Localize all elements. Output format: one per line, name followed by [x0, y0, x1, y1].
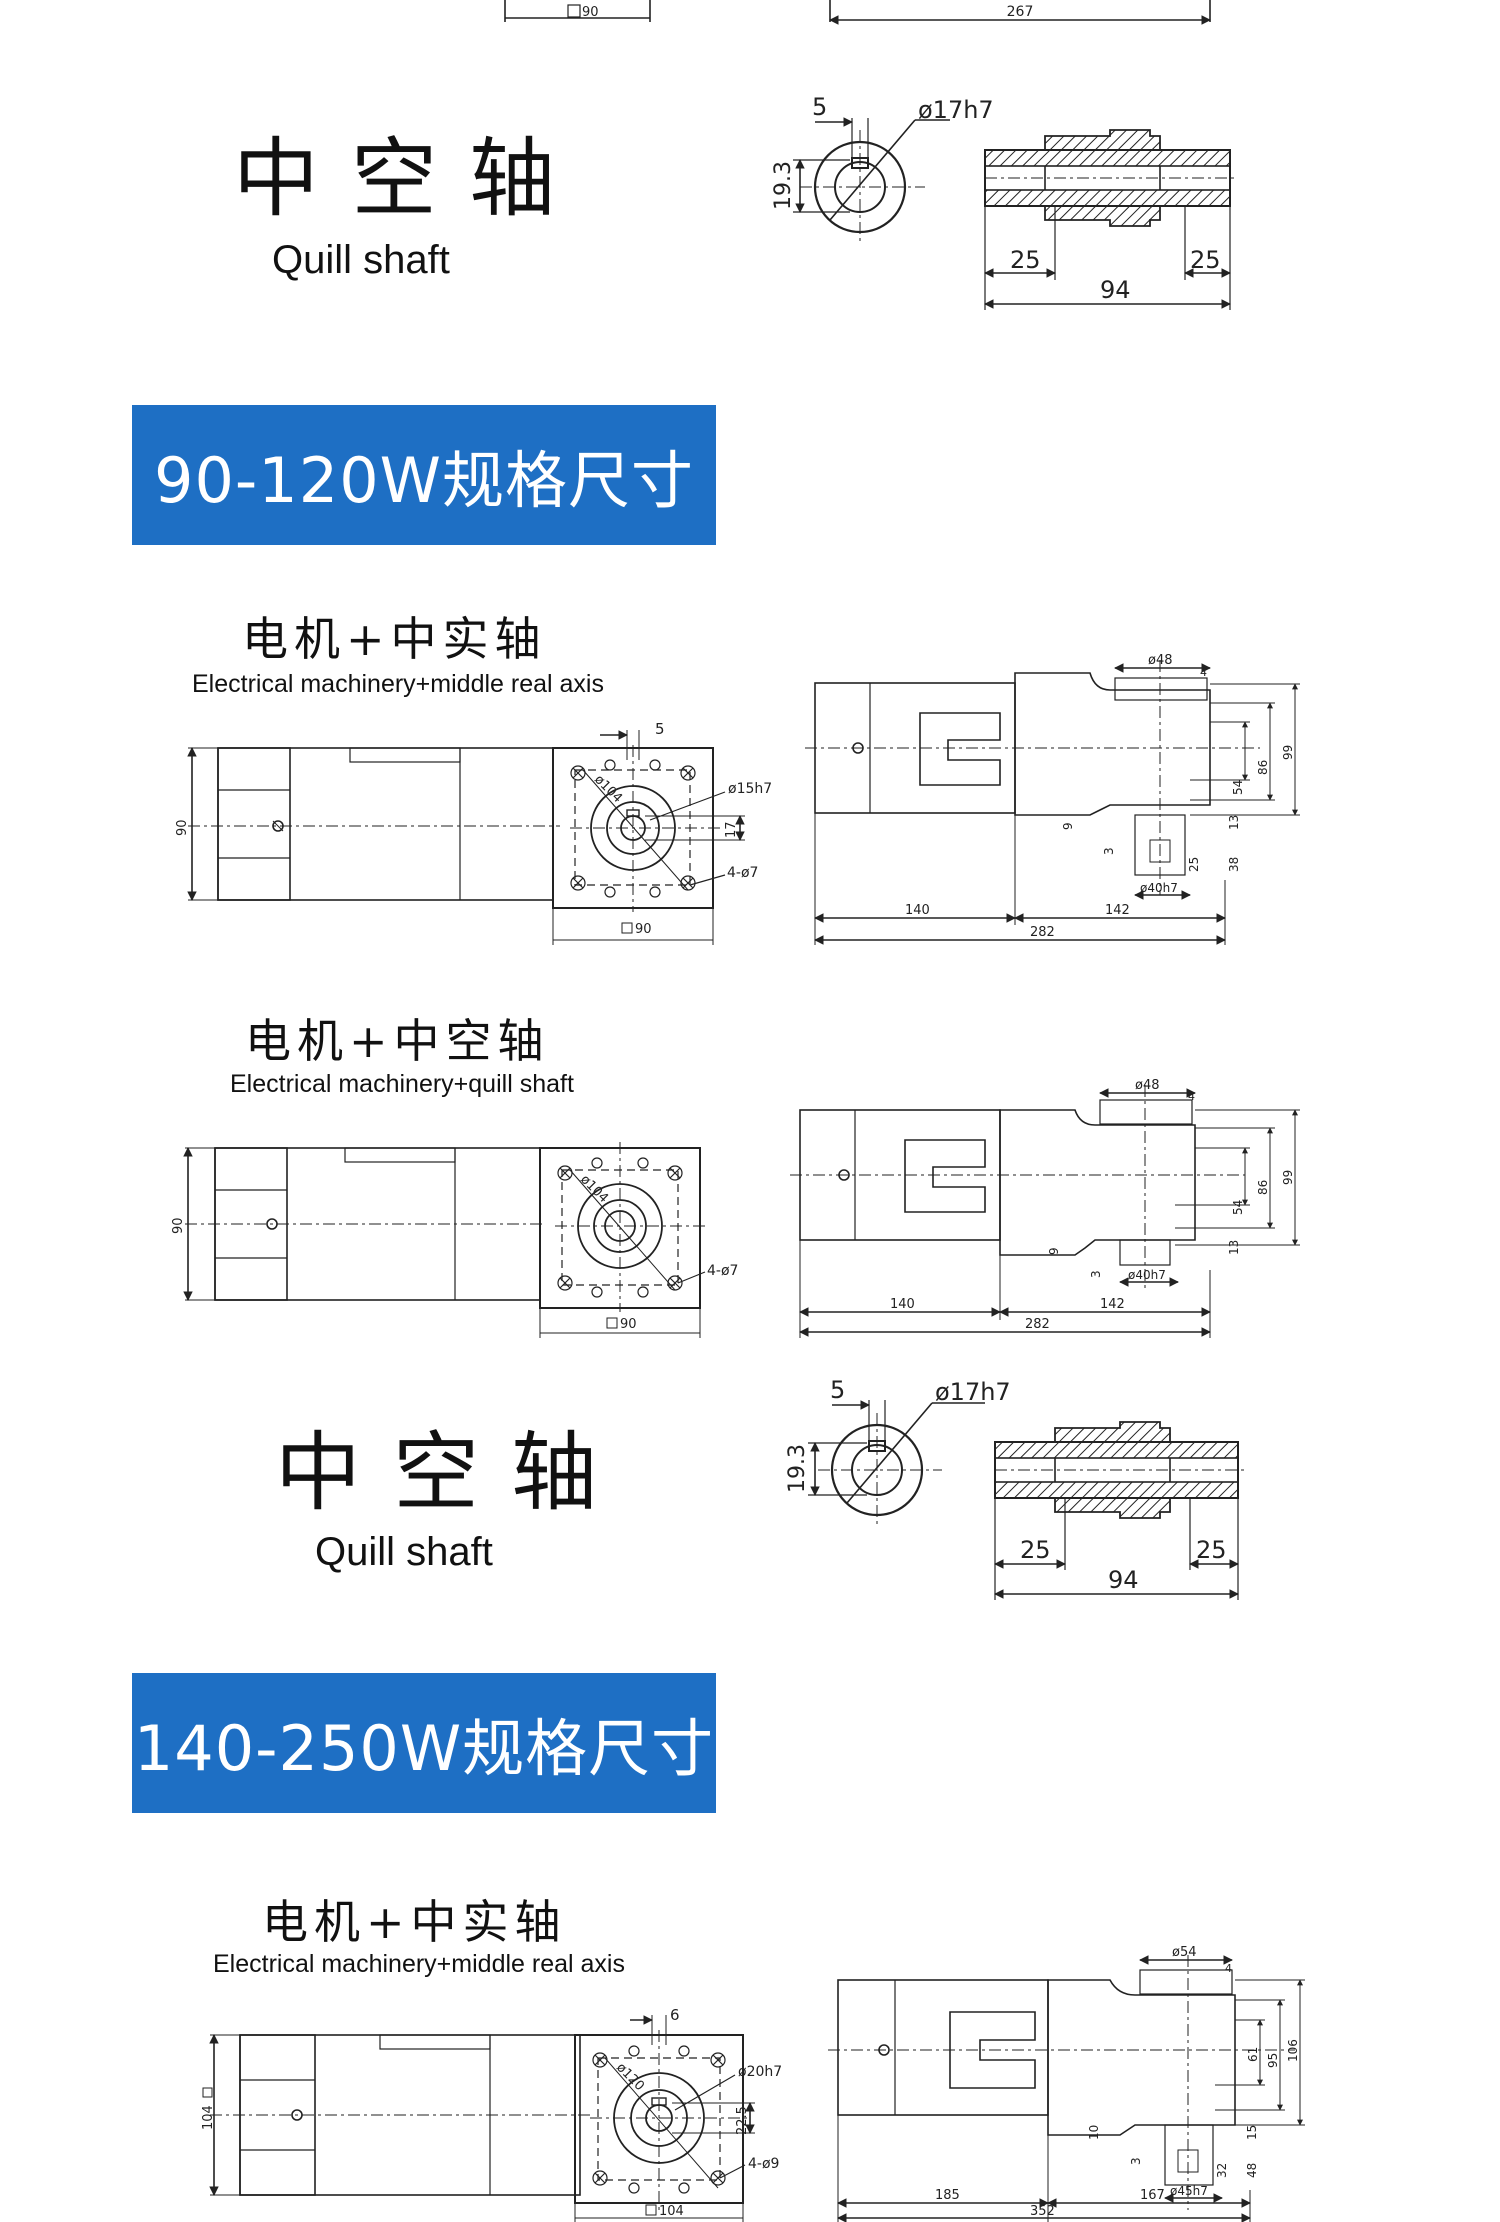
s140-real-shaft: ø20h7 — [738, 2064, 782, 2080]
s90-quill-flange: ø48 — [1135, 1078, 1160, 1093]
s90-quill-d99: 99 — [1281, 1170, 1295, 1185]
s140-real-title-cn: 电机+中实轴 — [262, 1895, 567, 1949]
left-dim-1: 25 — [1010, 246, 1041, 274]
s140-real-total: 352 — [1030, 2204, 1055, 2219]
s90-real-motor: 140 — [905, 903, 930, 918]
quill-shaft-drawing-2: ø17h7 5 19.3 25 25 94 — [785, 1376, 1245, 1600]
s90-quill-title-en: Electrical machinery+quill shaft — [230, 1070, 574, 1098]
s140-real-holes: 4-ø9 — [748, 2156, 779, 2172]
height-dim-1: 19.3 — [771, 161, 796, 210]
s90-real-front-drawing: 90 ø104 5 ø15h7 17 4-ø7 — [175, 720, 772, 945]
s90-real-d86: 86 — [1256, 760, 1270, 775]
s140-real-d10: 10 — [1087, 2125, 1101, 2140]
s140-real-flange: ø54 — [1172, 1945, 1197, 1960]
bore-dim-1: ø17h7 — [918, 96, 994, 124]
s90-real-total: 282 — [1030, 925, 1055, 940]
s90-real-d99: 99 — [1281, 745, 1295, 760]
s90-quill-square: 90 — [620, 1317, 637, 1332]
height-dim-2: 19.3 — [785, 1444, 810, 1493]
s140-real-d61: 61 — [1246, 2047, 1260, 2062]
s90-real-key: 5 — [655, 720, 665, 738]
s90-quill-front-height: 90 — [171, 1217, 186, 1234]
s90-quill-d54: 54 — [1231, 1200, 1245, 1215]
s90-quill-f4: 4 — [1188, 1090, 1195, 1103]
s90-quill-total: 282 — [1025, 1317, 1050, 1332]
s140-real-d32: 32 — [1215, 2163, 1229, 2178]
quill-title-en-1: Quill shaft — [272, 238, 450, 282]
quill-title-en-2: Quill shaft — [315, 1530, 493, 1574]
s140-real-square: 104 — [659, 2204, 684, 2219]
s90-quill-side-shaft: ø40h7 — [1128, 1268, 1166, 1282]
spec-banner-140-250w: 140-250W规格尺寸 — [132, 1673, 716, 1813]
quill-shaft-drawing-1: ø17h7 5 19.3 25 25 94 — [771, 93, 1235, 310]
s90-real-title-cn: 电机+中实轴 — [242, 612, 547, 666]
s90-quill-pcd: ø104 — [577, 1172, 611, 1206]
length-dim-2: 94 — [1108, 1566, 1139, 1594]
s140-real-d15: 15 — [1245, 2125, 1259, 2140]
s90-real-front-height: 90 — [175, 819, 190, 836]
s140-real-motor: 185 — [935, 2188, 960, 2203]
s90-real-d3: 3 — [1102, 847, 1116, 855]
s140-real-f4: 4 — [1225, 1962, 1232, 1975]
s140-real-d48: 48 — [1245, 2163, 1259, 2178]
s140-real-title-en: Electrical machinery+middle real axis — [213, 1950, 625, 1978]
s90-quill-d3: 3 — [1089, 1270, 1103, 1278]
s90-real-gear: 142 — [1105, 903, 1130, 918]
s90-real-pcd: ø104 — [591, 772, 625, 806]
top-square-label: 90 — [582, 5, 599, 20]
length-dim-1: 94 — [1100, 276, 1131, 304]
s90-quill-holes: 4-ø7 — [707, 1263, 738, 1279]
s140-real-front-height: 104 — [201, 2105, 216, 2130]
top-total-label: 267 — [1007, 4, 1034, 20]
s140-real-side-drawing: ø54 4 106 95 61 15 10 3 32 48 ø45h7 185 … — [828, 1945, 1305, 2222]
s140-real-key: 6 — [670, 2006, 680, 2024]
s140-real-d3: 3 — [1129, 2157, 1143, 2165]
s140-real-front-drawing: 104 ø120 6 ø20h7 22.5 4-ø9 — [201, 2006, 782, 2222]
s90-real-d13: 13 — [1227, 815, 1241, 830]
s90-real-square: 90 — [635, 922, 652, 937]
key-dim-1: 5 — [812, 93, 827, 121]
s90-quill-d86: 86 — [1256, 1180, 1270, 1195]
s140-real-keyh: 22.5 — [735, 2106, 750, 2135]
s90-real-d25: 25 — [1187, 857, 1201, 872]
s90-real-d54: 54 — [1231, 780, 1245, 795]
s90-real-d38: 38 — [1227, 857, 1241, 872]
bore-dim-2: ø17h7 — [935, 1378, 1011, 1406]
s90-quill-side-drawing: ø48 4 99 86 54 13 9 3 ø40h7 140 142 282 — [790, 1078, 1300, 1338]
s90-real-side-shaft: ø40h7 — [1140, 881, 1178, 895]
s140-real-d106: 106 — [1286, 2039, 1300, 2062]
s140-real-gear: 167 — [1140, 2188, 1165, 2203]
s90-quill-front-drawing: 90 ø104 4-ø7 90 — [171, 1142, 738, 1338]
top-fragment: 90 267 — [504, 0, 1211, 25]
quill-title-cn-2: 中空轴 — [275, 1423, 629, 1523]
left-dim-2: 25 — [1020, 1536, 1051, 1564]
key-dim-2: 5 — [830, 1376, 845, 1404]
s90-quill-d13: 13 — [1227, 1240, 1241, 1255]
s90-real-side-drawing: ø48 4 99 86 54 13 9 3 25 38 ø40h7 140 14… — [805, 653, 1300, 945]
s90-real-f4: 4 — [1200, 666, 1207, 679]
right-dim-2: 25 — [1196, 1536, 1227, 1564]
s90-real-shaft: ø15h7 — [728, 781, 772, 797]
s90-real-holes: 4-ø7 — [727, 865, 758, 881]
s90-real-flange: ø48 — [1148, 653, 1173, 668]
s90-real-title-en: Electrical machinery+middle real axis — [192, 670, 604, 698]
s90-real-keyh: 17 — [724, 821, 739, 838]
s140-real-pcd: ø120 — [613, 2060, 647, 2094]
s140-real-side-shaft: ø45h7 — [1170, 2184, 1208, 2198]
spec-banner-90-120w: 90-120W规格尺寸 — [132, 405, 716, 545]
s90-quill-gear: 142 — [1100, 1297, 1125, 1312]
quill-title-cn-1: 中空轴 — [233, 129, 587, 229]
s140-real-d95: 95 — [1266, 2053, 1280, 2068]
s90-real-d9: 9 — [1061, 822, 1075, 830]
right-dim-1: 25 — [1190, 246, 1221, 274]
s90-quill-title-cn: 电机+中空轴 — [245, 1014, 550, 1068]
s90-quill-motor: 140 — [890, 1297, 915, 1312]
s90-quill-d9: 9 — [1047, 1247, 1061, 1255]
